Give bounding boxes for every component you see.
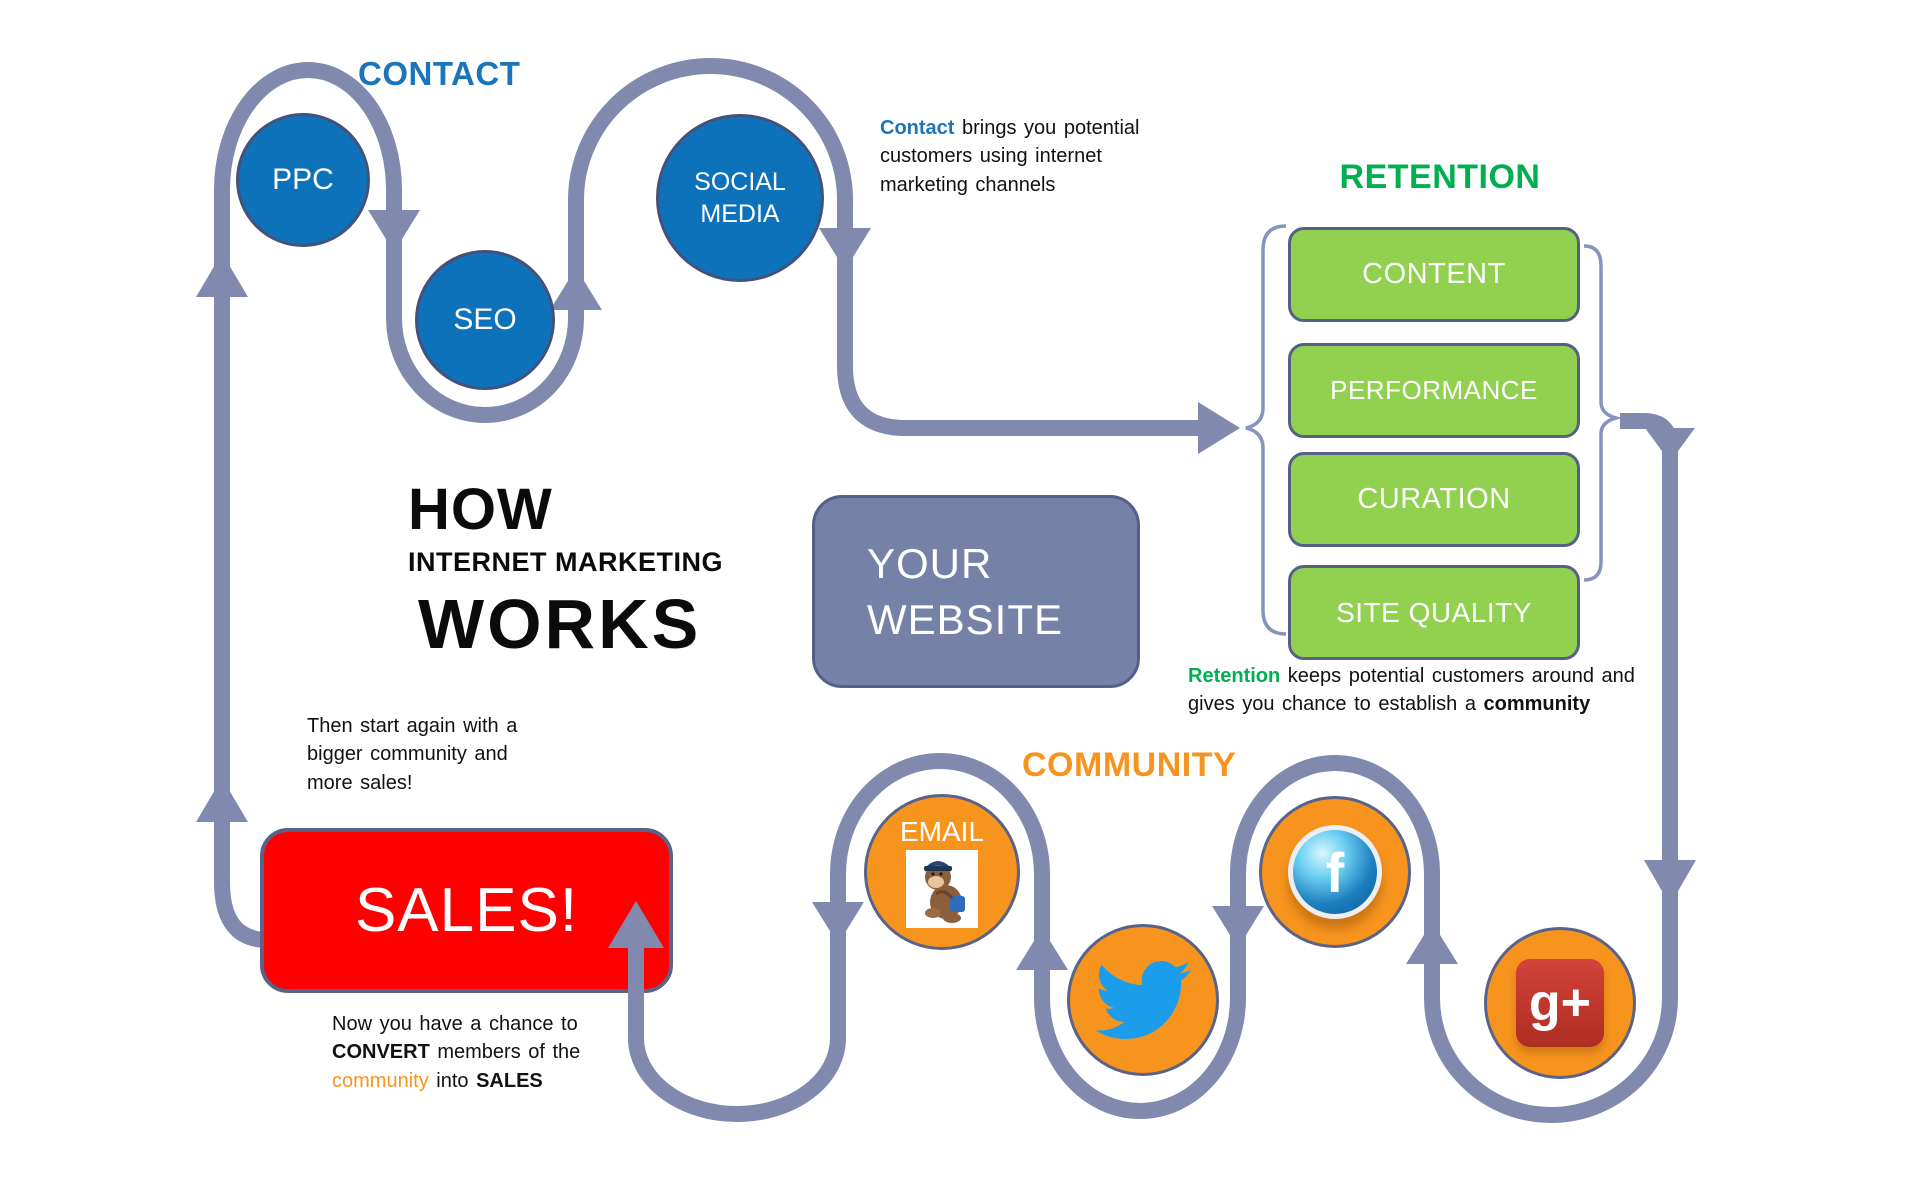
- contact-heading: CONTACT: [358, 55, 521, 92]
- mailchimp-monkey-graphic: [906, 850, 978, 928]
- convert-note-b1: CONVERT: [332, 1041, 430, 1064]
- arrow-up-gplus-facebook: [1406, 922, 1458, 964]
- node-seo: SEO: [415, 250, 555, 390]
- node-social-media-label: SOCIAL MEDIA: [694, 167, 786, 229]
- sales-box-label: SALES!: [354, 876, 579, 945]
- arrow-up-twitter-email: [1016, 928, 1068, 970]
- your-website-box: YOUR WEBSITE: [812, 495, 1140, 688]
- contact-description-rest: brings you potential customers using int…: [880, 117, 1140, 196]
- your-website-line2: WEBSITE: [867, 595, 1064, 643]
- restart-note: Then start again with a bigger community…: [307, 715, 518, 794]
- node-email: EMAIL: [864, 794, 1020, 950]
- node-email-label: EMAIL: [899, 816, 985, 847]
- node-google-plus: g+: [1484, 927, 1636, 1079]
- retention-box-performance-label: PERFORMANCE: [1330, 375, 1538, 405]
- node-ppc-label: PPC: [272, 163, 334, 196]
- twitter-bird-icon: [1095, 960, 1191, 1040]
- flow-path-community-loop: [628, 413, 1678, 1123]
- retention-box-curation-label: CURATION: [1357, 483, 1511, 515]
- facebook-icon: f: [1288, 825, 1382, 919]
- flow-arrowheads: [196, 210, 1696, 970]
- convert-note-community: community: [332, 1069, 429, 1092]
- convert-note-t1: Now you have a chance to: [332, 1013, 578, 1035]
- retention-description-bold: community: [1483, 693, 1591, 716]
- arrow-up-left-upper: [196, 253, 248, 297]
- retention-box-site-quality-label: SITE QUALITY: [1336, 596, 1532, 628]
- retention-box-site-quality: SITE QUALITY: [1288, 565, 1580, 660]
- arrow-down-after-ppc: [368, 210, 420, 252]
- title-line-internet: INTERNET MARKETING: [408, 547, 723, 577]
- arrow-down-email-sales: [812, 902, 864, 944]
- flow-path-contact-loop: [214, 58, 1202, 948]
- retention-right-bracket: [1583, 244, 1623, 582]
- retention-description: Retention keeps potential customers arou…: [1188, 662, 1650, 719]
- community-heading: COMMUNITY: [1022, 746, 1237, 784]
- arrow-up-after-seo: [550, 268, 602, 310]
- node-twitter: [1067, 924, 1219, 1076]
- title-line-works: WORKS: [418, 585, 702, 663]
- sales-box: SALES!: [260, 828, 673, 993]
- retention-description-lead: Retention: [1188, 665, 1281, 687]
- google-plus-icon: g+: [1516, 959, 1604, 1047]
- facebook-glyph: f: [1325, 840, 1345, 904]
- arrow-down-after-social: [819, 228, 871, 270]
- node-ppc: PPC: [236, 113, 370, 247]
- arrow-down-facebook-twitter: [1212, 906, 1264, 948]
- retention-left-bracket: [1245, 224, 1287, 636]
- convert-note: Now you have a chance to CONVERT members…: [332, 1010, 608, 1095]
- your-website-line1: YOUR: [867, 540, 993, 588]
- convert-note-t3: into: [428, 1069, 477, 1092]
- arrow-up-left-lower: [196, 778, 248, 822]
- retention-description-mid: keeps potential customers around and giv…: [1188, 665, 1635, 716]
- arrow-down-elbow: [1645, 428, 1695, 462]
- arrow-down-right-side: [1644, 860, 1696, 905]
- node-seo-label: SEO: [453, 303, 517, 336]
- convert-note-t2: members of the: [429, 1041, 581, 1064]
- retention-box-content: CONTENT: [1288, 227, 1580, 322]
- arrow-right-into-retention: [1198, 402, 1240, 454]
- node-social-media: SOCIAL MEDIA: [656, 114, 824, 282]
- retention-heading: RETENTION: [1339, 158, 1541, 196]
- retention-brackets: [1245, 224, 1623, 636]
- convert-note-b2: SALES: [476, 1069, 543, 1092]
- google-plus-glyph: g+: [1528, 974, 1592, 1032]
- retention-box-content-label: CONTENT: [1362, 258, 1506, 290]
- retention-box-performance: PERFORMANCE: [1288, 343, 1580, 438]
- contact-description-lead: Contact: [880, 117, 955, 139]
- contact-description: Contact brings you potential customers u…: [880, 114, 1180, 199]
- node-facebook: f: [1259, 796, 1411, 948]
- title-line-how: HOW: [408, 477, 553, 542]
- mailchimp-monkey-icon: [906, 850, 978, 928]
- retention-box-curation: CURATION: [1288, 452, 1580, 547]
